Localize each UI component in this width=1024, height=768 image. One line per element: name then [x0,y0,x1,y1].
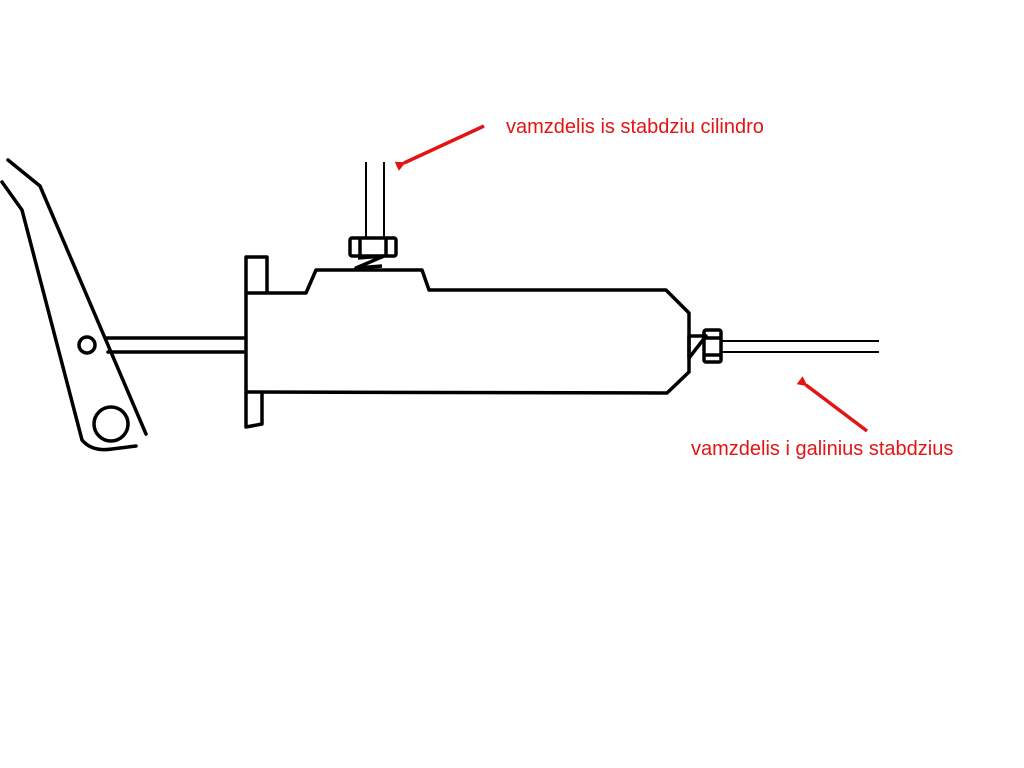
inlet-nut [348,236,398,270]
inlet-pipe [365,162,385,238]
push-rod [104,336,247,354]
outlet-arrow [796,376,869,433]
outlet-pipe [721,340,879,353]
outlet-pipe-label: vamzdelis i galinius stabdzius [691,438,954,460]
pedal-pivot-small [77,335,97,355]
pedal-lever [0,158,148,452]
outlet-nut [687,328,723,364]
mounting-flange [244,255,269,429]
cylinder-body [244,268,691,395]
pedal-pivot-large [92,405,130,443]
inlet-pipe-label: vamzdelis is stabdziu cilindro [506,116,764,138]
inlet-arrow [394,124,485,171]
